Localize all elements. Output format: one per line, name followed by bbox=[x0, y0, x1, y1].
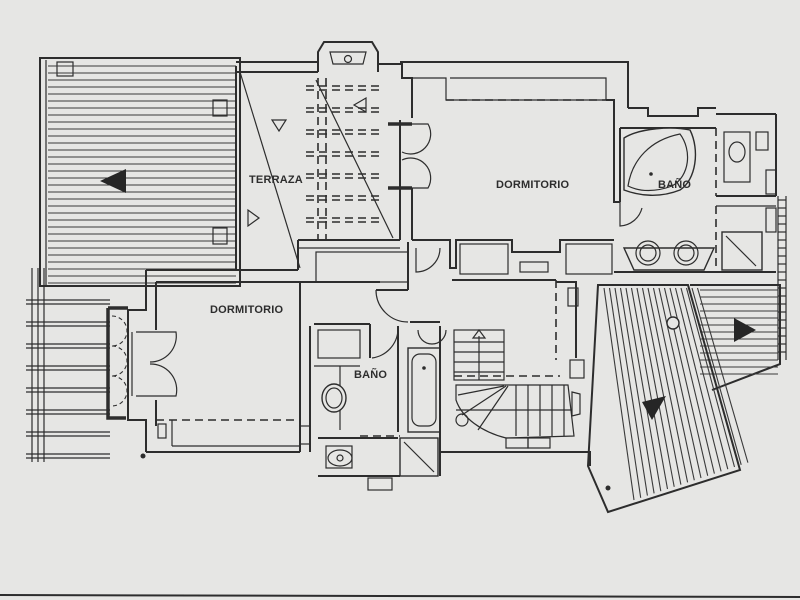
stair-tread bbox=[477, 385, 509, 431]
roof-slat bbox=[663, 287, 709, 476]
toilet bbox=[327, 449, 353, 467]
roof-slat bbox=[658, 287, 702, 479]
roof-slat bbox=[608, 287, 642, 498]
terrace: TERRAZA bbox=[235, 41, 400, 271]
roof-slat bbox=[625, 287, 662, 492]
paper-edge bbox=[0, 594, 800, 598]
slope-arrow-left-icon bbox=[100, 169, 126, 193]
roof-slat bbox=[691, 287, 742, 465]
upper-walls: DORMITORIO bbox=[378, 61, 629, 275]
spiral-staircase bbox=[440, 287, 591, 466]
roof-slat bbox=[603, 287, 635, 501]
slope-arrow-down-icon bbox=[642, 396, 666, 420]
door-bedroom-main bbox=[401, 123, 432, 155]
room-label-bath-second: BAÑO bbox=[354, 368, 387, 381]
stair-tread bbox=[457, 385, 505, 396]
door-bedroom-second bbox=[136, 331, 177, 363]
roof-lower-right bbox=[586, 284, 749, 514]
roof-slat bbox=[647, 287, 689, 483]
room-label-terrace: TERRAZA bbox=[249, 174, 303, 186]
roof-slat bbox=[696, 287, 749, 463]
bedroom-second: DORMITORIO bbox=[106, 269, 311, 459]
roof-slat bbox=[636, 287, 675, 487]
toilet bbox=[728, 141, 746, 163]
roof-left bbox=[39, 57, 241, 287]
slope-arrow-down-icon bbox=[270, 119, 288, 133]
roof-slat bbox=[669, 287, 715, 474]
room-label-bedroom-main: DORMITORIO bbox=[496, 179, 570, 191]
slope-arrow-right-icon bbox=[734, 318, 756, 342]
corner-bathtub bbox=[623, 127, 697, 196]
roof-slat bbox=[614, 287, 648, 496]
bathtub bbox=[407, 347, 441, 433]
room-label-bath-main: BAÑO bbox=[658, 178, 691, 191]
room-label-bedroom-second: DORMITORIO bbox=[210, 304, 284, 316]
hall bbox=[296, 242, 577, 452]
stair-up-arrow-icon bbox=[471, 329, 487, 339]
roof-slat bbox=[674, 287, 722, 472]
stair-tread bbox=[461, 385, 507, 416]
roof-slat bbox=[630, 287, 669, 490]
bath-second: BAÑO bbox=[314, 323, 447, 491]
pergola bbox=[26, 268, 110, 462]
fireplace bbox=[317, 41, 379, 72]
roof-slat bbox=[680, 287, 729, 470]
bath-main: BAÑO bbox=[614, 107, 787, 360]
slope-arrow-right-icon bbox=[247, 208, 261, 228]
roof-slat bbox=[685, 287, 736, 468]
roof-slat bbox=[619, 287, 655, 494]
slope-arrow-left-small-icon bbox=[352, 96, 367, 114]
roof-slat bbox=[641, 287, 682, 485]
roof-slat bbox=[652, 287, 695, 481]
